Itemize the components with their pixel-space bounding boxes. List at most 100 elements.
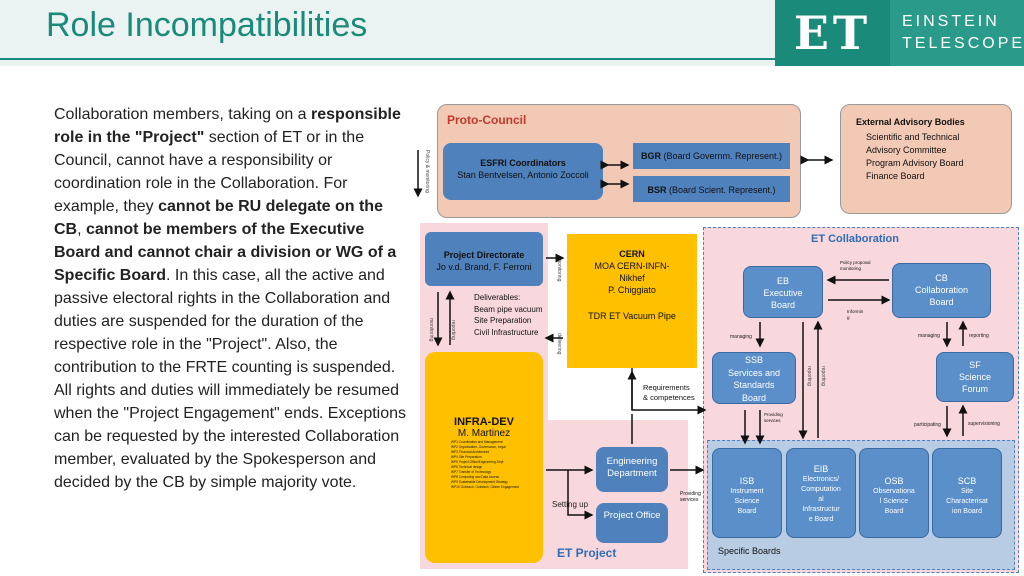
- managing-label: managing: [730, 334, 752, 340]
- body-p3: section of ET or in the Council, cannot …: [54, 129, 365, 215]
- cern-tdr: TDR ET Vacuum Pipe: [588, 311, 676, 321]
- scb-box: SCB Site Characterisat ion Board: [932, 448, 1002, 538]
- eb-line: EB: [776, 276, 789, 286]
- body-p2: responsible role in the "Project": [54, 106, 401, 146]
- sf-line: Forum: [961, 384, 988, 394]
- eib-line: Infrastructur: [802, 506, 840, 513]
- project-directorate-box: Project Directorate Jo v.d. Brand, F. Fe…: [425, 232, 543, 286]
- esfri-box: ESFRI Coordinators Stan Bentvelsen, Anto…: [443, 143, 603, 200]
- sf-line: Science: [958, 372, 992, 382]
- cb-line: Collaboration: [914, 285, 969, 295]
- cern-line: MOA CERN-INFN-: [594, 261, 670, 271]
- external-advisory-box: [840, 104, 1012, 214]
- providing-services-label-2: Providing services: [764, 412, 783, 424]
- arrow-setting-up-2: [567, 470, 594, 520]
- project-office-box: Project Office: [596, 503, 668, 543]
- pd-title: Project Directorate: [443, 250, 525, 260]
- eib-line: e Board: [808, 516, 834, 523]
- bsr-abbr: BSR: [647, 185, 667, 195]
- external-advisory-list: Scientific and Technical Advisory Commit…: [866, 131, 964, 183]
- body-p4: cannot be RU delegate on the CB: [54, 198, 383, 238]
- providing-line: services: [680, 497, 699, 503]
- participating-label: participating: [914, 422, 941, 428]
- eng-dept-label: Engineering Department: [606, 456, 658, 479]
- infra-wp-item: WP4 Site Preparation: [451, 455, 482, 459]
- requirements-label: Requirements & competences: [643, 383, 695, 403]
- esfri-names: Stan Bentvelsen, Antonio Zoccoli: [457, 170, 589, 180]
- ext-item: Finance Board: [866, 171, 925, 181]
- osb-box: OSB Observationa l Science Board: [859, 448, 929, 538]
- external-advisory-title: External Advisory Bodies: [856, 117, 965, 127]
- scb-line: ion Board: [952, 508, 982, 515]
- logo-line1: EINSTEIN: [902, 13, 1000, 30]
- eib-box: EIB Electronics/ Computation al Infrastr…: [786, 448, 856, 538]
- proto-council-label: Proto-Council: [447, 113, 527, 127]
- informing-label: Informin g: [847, 309, 863, 321]
- engineering-dept-box: Engineering Department: [596, 447, 668, 492]
- eb-line: Executive: [763, 288, 803, 298]
- header-divider: [0, 58, 775, 60]
- isb-line: Science: [734, 498, 760, 505]
- page-title: Role Incompatibilities: [46, 6, 368, 44]
- body-p5: ,: [77, 221, 86, 238]
- infra-name: M. Martinez: [457, 428, 511, 439]
- deliverable-item: Site Preparation: [474, 316, 532, 325]
- logo-line2: TELESCOPE: [902, 35, 1024, 52]
- reporting-vert-label-2: reporting: [820, 366, 826, 386]
- bsr-box: BSR (Board Scient. Represent.): [633, 176, 790, 202]
- reporting-label-2: reporting: [969, 333, 989, 339]
- eib-line: Computation: [801, 486, 841, 493]
- policy-proposal-line: monitoring: [840, 265, 862, 271]
- body-p1: Collaboration members, taking on a: [54, 106, 312, 123]
- scb-line: Characterisat: [946, 498, 988, 505]
- pd-names: Jo v.d. Brand, F. Ferroni: [436, 262, 532, 272]
- isb-line: Instrument: [730, 488, 764, 495]
- osb-line: OSB: [884, 476, 904, 486]
- ssb-line: Standards: [733, 380, 775, 390]
- isb-line: Board: [737, 508, 757, 515]
- deliverable-item: Deliverables:: [474, 293, 521, 302]
- ssb-line: SSB: [744, 355, 763, 365]
- bgr-full: (Board Governm. Represent.): [663, 151, 783, 161]
- policy-proposal-line: Policy proposal: [840, 260, 871, 265]
- policy-proposal-label: Policy proposal monitoring: [840, 260, 871, 271]
- deliverable-item: Civil Infrastructure: [474, 327, 539, 337]
- providing2-line: Providing: [764, 412, 783, 417]
- infra-wp-item: WP1 Coordination and Management: [451, 440, 503, 444]
- ext-item: Advisory Committee: [866, 145, 947, 155]
- bgr-box: BGR (Board Governm. Represent.): [633, 143, 790, 169]
- ext-item: Scientific and Technical: [866, 132, 960, 142]
- supervisioning-label: supervisioning: [968, 421, 1000, 427]
- providing2-line: services: [764, 418, 781, 423]
- infra-wp-item: WP10 Outreach, Outreach, Citizen Engagem…: [451, 485, 520, 489]
- body-p7: . In this case, all the active and passi…: [54, 267, 396, 376]
- logo-wordmark: EINSTEIN TELESCOPE: [890, 0, 1024, 66]
- cern-title: CERN: [619, 249, 645, 259]
- isb-box: ISB Instrument Science Board: [712, 448, 782, 538]
- informing-line: g: [847, 315, 850, 320]
- et-collaboration-label: ET Collaboration: [811, 233, 899, 245]
- bgr-abbr: BGR: [640, 151, 661, 161]
- deliverable-item: Beam pipe vacuum: [474, 304, 543, 314]
- requirements-line: Requirements: [643, 383, 690, 392]
- infra-wp-item: WP6 Technical design: [451, 465, 483, 469]
- body-paragraph: Collaboration members, taking on a respo…: [54, 103, 410, 494]
- managing-label-2: managing: [918, 333, 940, 339]
- cb-line: Board: [929, 297, 954, 307]
- scb-line: Site: [960, 488, 974, 495]
- infra-wp-item: WP8 Computing and Data Access: [451, 475, 500, 479]
- arrow-requirements: [631, 368, 707, 415]
- scb-line: SCB: [957, 476, 977, 486]
- sf-box: SF Science Forum: [936, 352, 1014, 402]
- infra-wp-item: WP5 Project Office/Engineering Dept: [451, 460, 504, 464]
- project-office-label: Project Office: [603, 510, 661, 521]
- ssb-line: Services and: [727, 367, 781, 378]
- infra-dev-box: INFRA-DEV M. Martinez WP1 Coordination a…: [425, 352, 543, 563]
- cern-line: P. Chiggiato: [608, 285, 656, 295]
- body-p8: All rights and duties will immediately b…: [54, 382, 407, 491]
- providing-line: Providing: [680, 491, 701, 497]
- cb-box: CB Collaboration Board: [892, 263, 991, 318]
- infra-wp-item: WP9 Sustainable Development Strategy: [451, 480, 508, 484]
- infra-wp-item: WP3 Financial Architecture: [451, 450, 490, 454]
